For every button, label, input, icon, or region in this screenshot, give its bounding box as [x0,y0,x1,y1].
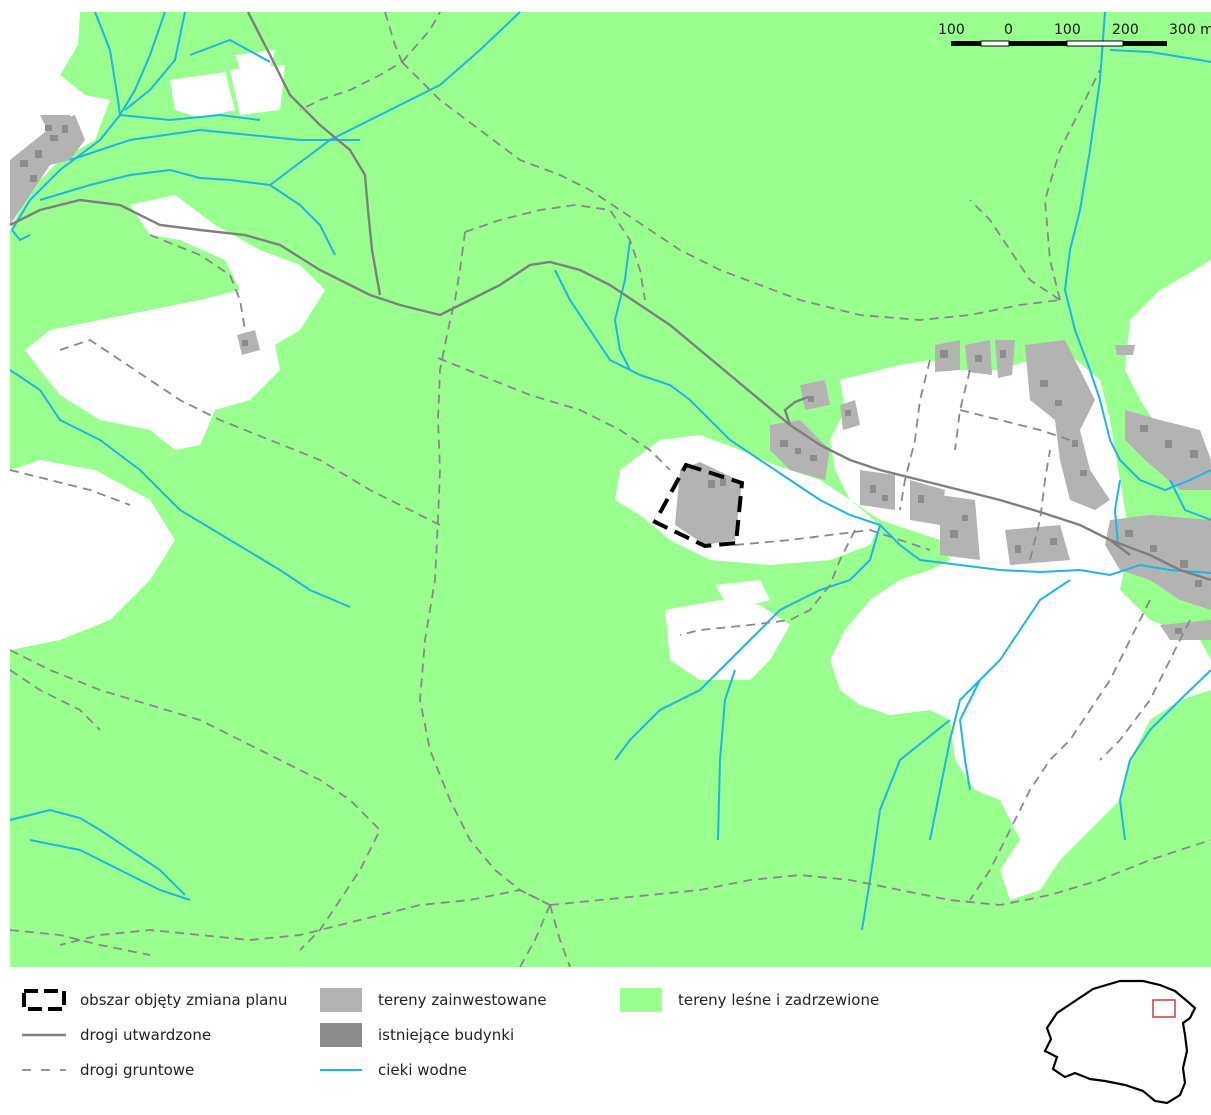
legend-item-dirt-roads: drogi gruntowe [20,1058,194,1082]
scale-segment-1 [951,41,981,46]
buildings-swatch-icon [320,1023,362,1047]
legend-item-paved-roads: drogi utwardzone [20,1023,211,1047]
scale-bar: 100 0 100 200 300 m [938,22,1211,47]
legend-label: tereny zainwestowane [378,991,547,1009]
legend-label: drogi utwardzone [80,1026,212,1044]
legend-item-buildings: istniejące budynki [320,1023,514,1047]
legend-label: obszar objęty zmiana planu [80,991,288,1009]
scale-segment-2 [980,40,1010,47]
legend-item-developed: tereny zainwestowane [320,988,547,1012]
paved-road-line-icon [22,1033,66,1037]
map-legend: obszar objęty zmiana planu drogi utwardz… [0,970,1211,1115]
scale-segment-3 [1009,41,1067,46]
forest-swatch-icon [620,988,662,1012]
map-canvas[interactable]: 100 0 100 200 300 m [0,0,1211,970]
legend-label: istniejące budynki [378,1026,515,1044]
legend-item-watercourses: cieki wodne [320,1058,467,1082]
watercourse-line-icon [320,1069,362,1071]
scale-segment-4 [1066,40,1124,47]
existing-buildings [20,125,1202,634]
locator-box [1152,999,1176,1018]
scale-segment-5 [1123,41,1167,46]
legend-label: tereny leśne i zadrzewione [678,991,880,1009]
scale-tick-label: 100 [1054,22,1081,38]
scale-tick-label: 100 [938,22,965,38]
legend-item-plan-area: obszar objęty zmiana planu [20,988,287,1012]
dirt-road-line-icon [22,1069,66,1071]
scale-tick-label: 300 m [1169,22,1211,38]
legend-label: cieki wodne [378,1061,467,1079]
legend-label: drogi gruntowe [80,1061,195,1079]
developed-swatch-icon [320,988,362,1012]
locator-outline [1043,979,1197,1105]
scale-tick-label: 200 [1112,22,1139,38]
legend-item-forest: tereny leśne i zadrzewione [620,988,879,1012]
scale-tick-label: 0 [1004,22,1013,38]
locator-map [1043,979,1197,1105]
dirt-roads [9,11,1211,968]
watercourses [9,11,1211,931]
plan-change-area[interactable] [652,462,745,549]
plan-area-symbol-icon [22,989,66,1011]
paved-roads [9,11,1211,582]
